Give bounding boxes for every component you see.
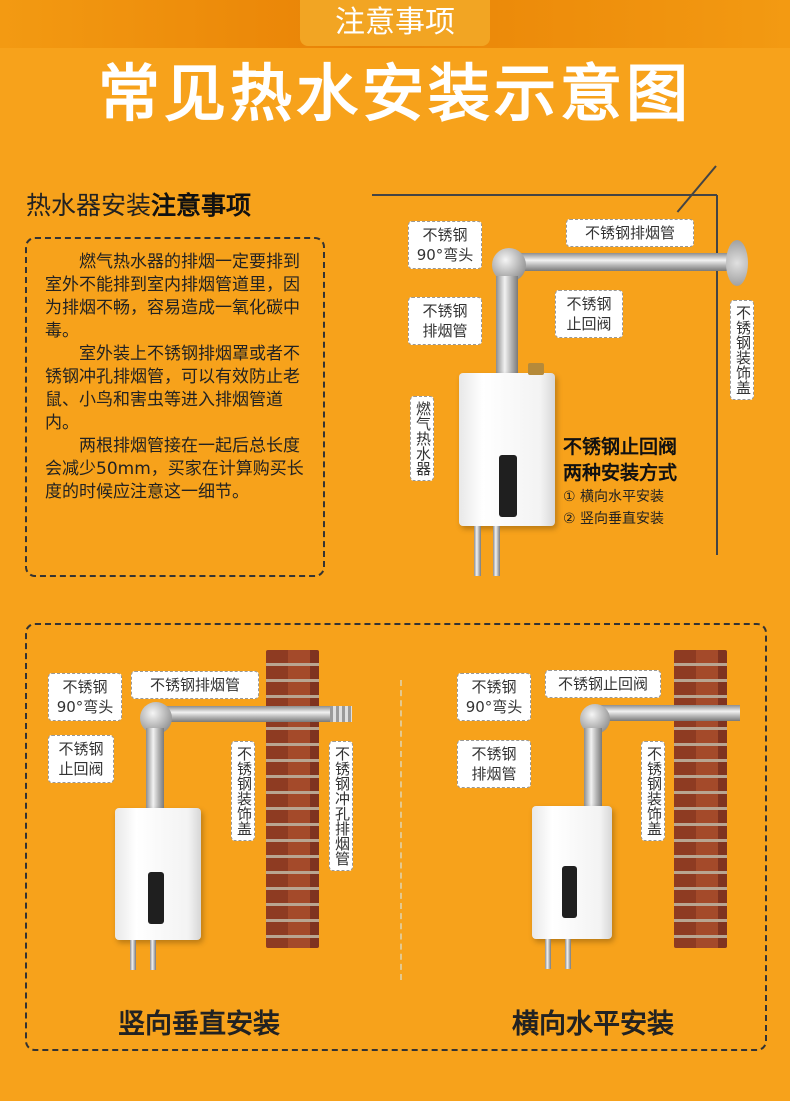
right-water-pipe-1 <box>545 939 551 969</box>
left-label-cover: 不锈钢装饰盖 <box>231 741 255 841</box>
left-label-exhaust-pipe: 不锈钢排烟管 <box>131 671 259 699</box>
notes-box: 燃气热水器的排烟一定要排到室外不能排到室内排烟管道里，因为排烟不畅，容易造成一氧… <box>25 237 325 577</box>
note-paragraph-3: 两根排烟管接在一起后总长度会减少50mm，买家在计算购买长度的时候应注意这一细节… <box>45 436 304 502</box>
top-water-pipe-2 <box>493 526 500 576</box>
left-label-punched-pipe: 不锈钢冲孔排烟管 <box>329 741 353 871</box>
left-heater-panel <box>148 872 164 924</box>
install-method-1: ① 横向水平安装 <box>563 489 665 505</box>
top-label-exhaust-pipe-left: 不锈钢 排烟管 <box>408 297 482 345</box>
install-method-2: ② 竖向垂直安装 <box>563 511 665 527</box>
left-label-check-valve: 不锈钢 止回阀 <box>48 735 114 783</box>
top-label-elbow: 不锈钢 90°弯头 <box>408 221 482 269</box>
wall-corner-line-top <box>372 194 717 196</box>
top-cover-plate <box>726 240 748 286</box>
top-label-exhaust-pipe: 不锈钢排烟管 <box>566 219 694 247</box>
left-water-pipe-2 <box>150 940 156 970</box>
right-label-cover: 不锈钢装饰盖 <box>641 741 665 841</box>
top-label-check-valve: 不锈钢 止回阀 <box>555 290 623 338</box>
frame-divider <box>400 680 402 980</box>
install-title-2: 两种安装方式 <box>563 462 678 484</box>
left-label-elbow: 不锈钢 90°弯头 <box>48 673 122 721</box>
notice-label: 注意事项 <box>300 0 490 46</box>
page-title: 常见热水安装示意图 <box>97 57 692 130</box>
wall-corner-line-right <box>716 195 718 555</box>
right-vertical-pipe <box>584 728 602 808</box>
wall-corner-line-diag <box>676 165 717 213</box>
right-heater-panel <box>562 866 577 918</box>
left-punched-pipe-end <box>330 706 352 722</box>
top-heater-panel <box>499 455 517 517</box>
section-heading-prefix: 热水器安装 <box>26 191 152 220</box>
section-heading-bold: 注意事项 <box>151 191 252 220</box>
top-label-heater: 燃气热水器 <box>410 396 434 481</box>
right-label-elbow: 不锈钢 90°弯头 <box>457 673 531 721</box>
top-label-cover: 不锈钢装饰盖 <box>730 300 754 400</box>
left-horizontal-pipe <box>160 706 350 722</box>
install-examples-frame <box>25 623 767 1051</box>
left-brick-wall <box>266 650 319 948</box>
right-label-check-valve: 不锈钢止回阀 <box>545 670 661 698</box>
right-horizontal-pipe <box>590 705 740 721</box>
right-water-pipe-2 <box>565 939 571 969</box>
caption-vertical: 竖向垂直安装 <box>118 1009 280 1040</box>
install-title-1: 不锈钢止回阀 <box>563 436 678 458</box>
install-methods: 不锈钢止回阀 两种安装方式 ① 横向水平安装 ② 竖向垂直安装 <box>563 434 677 530</box>
section-heading: 热水器安装注意事项 <box>26 186 251 222</box>
caption-horizontal: 横向水平安装 <box>512 1009 674 1040</box>
top-heater-valve <box>528 363 544 375</box>
note-paragraph-1: 燃气热水器的排烟一定要排到室外不能排到室内排烟管道里，因为排烟不畅，容易造成一氧… <box>45 252 300 341</box>
right-label-exhaust-pipe: 不锈钢 排烟管 <box>457 740 531 788</box>
left-vertical-pipe <box>146 728 164 808</box>
note-paragraph-2: 室外装上不锈钢排烟罩或者不锈钢冲孔排烟管，可以有效防止老鼠、小鸟和害虫等进入排烟… <box>45 344 300 433</box>
top-horizontal-pipe <box>500 253 732 271</box>
top-vertical-pipe <box>496 276 518 376</box>
left-water-pipe-1 <box>130 940 136 970</box>
top-water-pipe-1 <box>474 526 481 576</box>
right-brick-wall <box>674 650 727 948</box>
